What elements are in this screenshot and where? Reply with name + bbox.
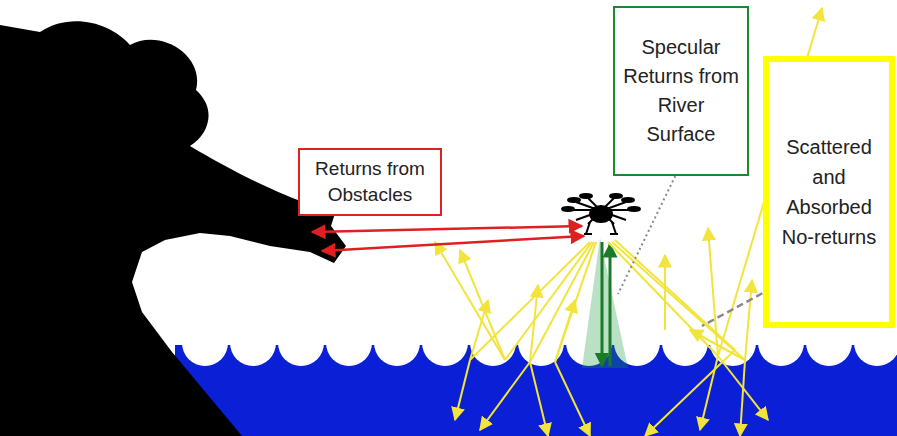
specular-arrow — [609, 244, 612, 366]
callout-text: Returns from Obstacles — [306, 156, 434, 207]
obstacle-callout: Returns from Obstacles — [298, 148, 442, 216]
obstacle-return — [312, 226, 582, 232]
specular-callout: Specular Returns from River Surface — [613, 6, 749, 176]
scatter-callout: Scattered and Absorbed No-returns — [763, 56, 895, 328]
callout-text: Specular Returns from River Surface — [621, 33, 741, 149]
obstacle-return — [322, 236, 584, 251]
tree-silhouette — [0, 21, 346, 436]
river-water — [175, 320, 897, 436]
specular-beam — [582, 238, 628, 368]
callout-text: Scattered and Absorbed No-returns — [775, 132, 883, 252]
leader-line — [702, 288, 772, 326]
drone-symbol — [562, 194, 640, 234]
leader-line — [618, 158, 684, 294]
specular-arrow — [601, 242, 604, 366]
